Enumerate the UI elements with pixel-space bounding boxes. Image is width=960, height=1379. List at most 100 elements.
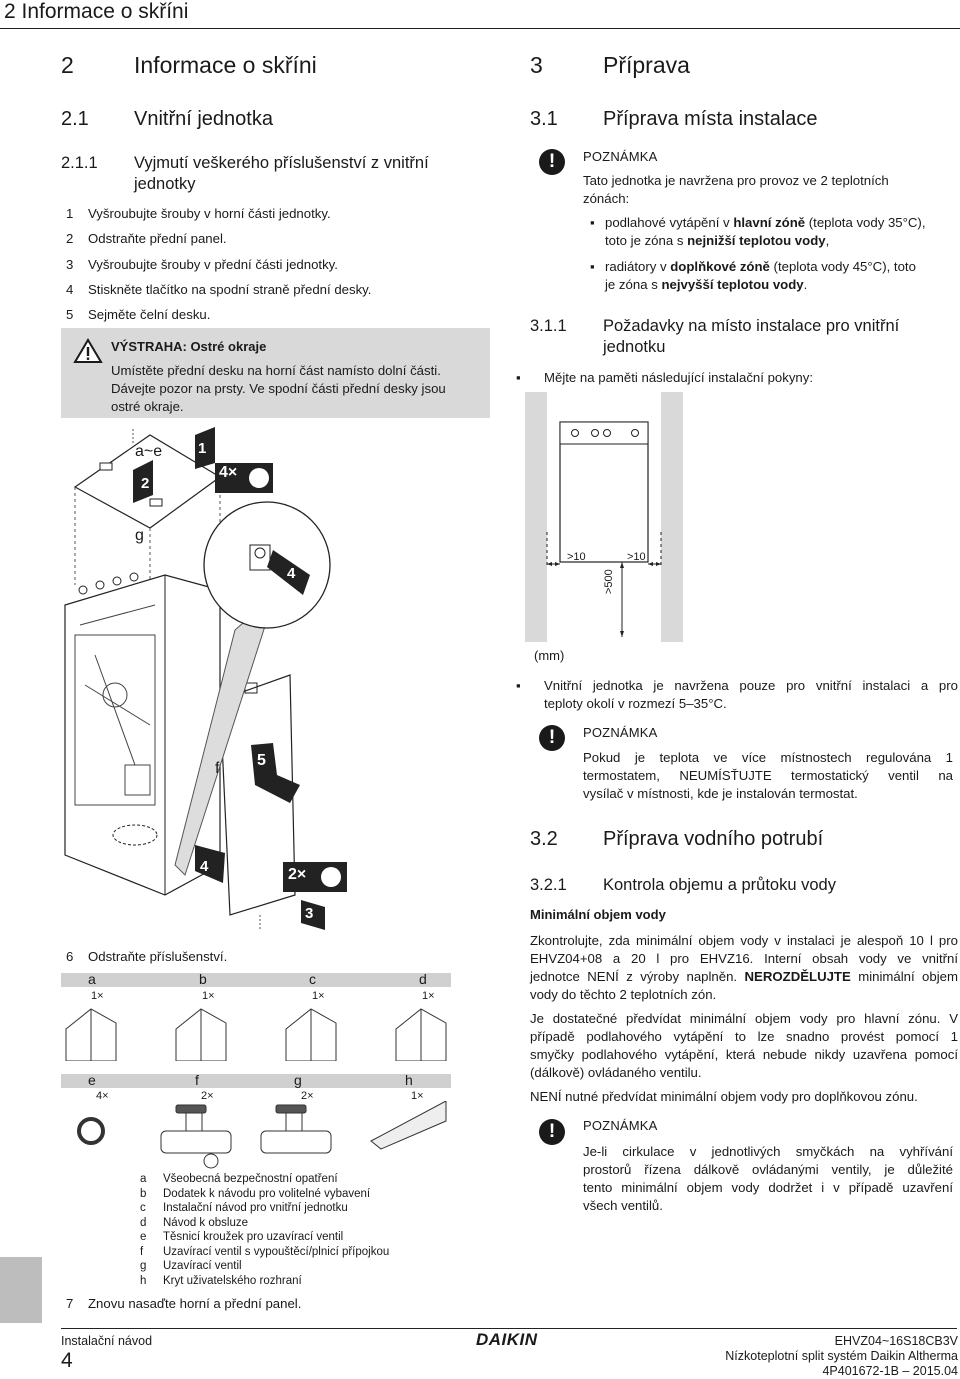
warning-text: Umístěte přední desku na horní část namí… — [111, 362, 486, 416]
clearance-diagram — [525, 392, 683, 642]
note-line: termostatem, NEUMÍSŤUJTE termostatický v… — [583, 768, 953, 783]
section-title-line: Požadavky na místo instalace pro vnitřní — [603, 317, 900, 335]
accessory-label: f — [195, 1072, 199, 1088]
running-header-text: 2 Informace o skříni — [4, 0, 189, 23]
legend-key: e — [140, 1231, 147, 1243]
step-text: Sejměte čelní desku. — [88, 307, 211, 322]
section-heading-3-1-1: 3.1.1 Požadavky na místo instalace pro v… — [530, 316, 950, 358]
step-text: Odstraňte příslušenství. — [88, 949, 228, 964]
fig-step-5: 5 — [257, 752, 266, 769]
paragraph-line: smyčky podlahového vytápění, která nebud… — [530, 1047, 958, 1062]
section-heading-3: 3 Příprava — [530, 52, 690, 79]
fig-label-a-e: a~e — [135, 443, 163, 460]
note-line: podlahové vytápění v hlavní zóně (teplot… — [605, 214, 955, 232]
accessory-count: 1× — [202, 990, 215, 1002]
text-bold: hlavní zóně — [733, 215, 806, 230]
section-heading-2: 2 Informace o skříni — [61, 52, 317, 79]
side-tab-marker — [0, 1257, 42, 1323]
legend-key: a — [140, 1173, 147, 1185]
clearance-right-label: >10 — [627, 551, 646, 563]
section-number: 3.1.1 — [530, 317, 567, 335]
note-line: všech ventilů. — [583, 1198, 663, 1213]
step-text: Odstraňte přední panel. — [88, 231, 227, 246]
note-1-intro: Tato jednotka je navržena pro provoz ve … — [583, 172, 953, 208]
step-text: Stiskněte tlačítko na spodní straně před… — [88, 282, 372, 297]
fig-step-4-detail: 4 — [287, 565, 296, 582]
note-line: radiátory v doplňkové zóně (teplota vody… — [605, 258, 955, 276]
accessory-label: a — [88, 971, 96, 987]
paragraph-line: vody do těchto 2 teplotních zón. — [530, 987, 717, 1002]
section-number: 3.2 — [530, 828, 558, 850]
accessory-count: 2× — [201, 1090, 214, 1102]
fig-screw-count-4: 4× — [219, 464, 238, 481]
legend-key: h — [140, 1274, 147, 1287]
step-number: 4 — [66, 282, 74, 297]
section-title: Příprava — [603, 52, 690, 78]
valves-illustration — [77, 1101, 447, 1169]
accessory-label: d — [419, 971, 427, 987]
bullet-line: Vnitřní jednotka je navržena pouze pro v… — [544, 678, 958, 693]
note-1-bullet-2: ▪ radiátory v doplňkové zóně (teplota vo… — [590, 258, 955, 294]
legend-value: Instalační návod pro vnitřní jednotku — [163, 1202, 348, 1214]
fig-label-g: g — [135, 527, 144, 544]
page-number: 4 — [61, 1349, 73, 1372]
note-line: je zóna s nejvyšší teplotou vody. — [605, 277, 808, 292]
clearance-unit: (mm) — [534, 648, 565, 663]
paragraph-line: EHVZ04+08 a 20 l pro EHVZ16. Interní obs… — [530, 951, 958, 966]
fig-step-2: 2 — [141, 475, 150, 492]
legend-key: b — [140, 1187, 147, 1200]
accessory-count: 1× — [422, 990, 435, 1002]
step-text: Vyšroubujte šrouby v horní části jednotk… — [88, 206, 331, 221]
step-text: Znovu nasaďte horní a přední panel. — [88, 1296, 302, 1311]
bullet-icon: ▪ — [516, 678, 521, 693]
note-1-bullet-1: ▪ podlahové vytápění v hlavní zóně (tepl… — [590, 214, 955, 250]
legend-key: f — [140, 1245, 144, 1258]
text-bold: nejnižší teplotou vody — [687, 233, 826, 248]
paragraph-line: případě podlahového vytápění to lze snad… — [530, 1029, 958, 1044]
legend-key: g — [140, 1260, 147, 1272]
section-number: 2 — [61, 52, 74, 78]
section-heading-3-2: 3.2 Příprava vodního potrubí — [530, 828, 823, 851]
warning-title: VÝSTRAHA: Ostré okraje — [111, 339, 267, 354]
accessory-label: h — [405, 1072, 413, 1088]
legend-value: Dodatek k návodu pro volitelné vybavení — [163, 1187, 371, 1200]
note-title: POZNÁMKA — [583, 149, 658, 164]
section-number: 3.1 — [530, 108, 558, 130]
accessory-count: 1× — [312, 990, 325, 1002]
clearance-left-label: >10 — [567, 551, 586, 563]
step-number: 1 — [66, 206, 74, 221]
warning-triangle-icon — [73, 338, 103, 363]
warning-line: Dávejte pozor na prsty. Ve spodní části … — [111, 381, 446, 396]
text: je zóna s — [605, 277, 662, 292]
exclamation-icon: ! — [539, 149, 565, 175]
bullet-icon: ▪ — [516, 370, 521, 385]
section-title-line: Vyjmutí veškerého příslušenství z vnitřn… — [134, 154, 429, 172]
paragraph-secondary-zone: NENÍ nutné předvídat minimální objem vod… — [530, 1089, 918, 1104]
section-heading-2-1: 2.1 Vnitřní jednotka — [61, 108, 273, 131]
legend-key: c — [140, 1202, 146, 1214]
fig-label-f: f — [215, 760, 220, 777]
manuals-illustration — [65, 1008, 447, 1061]
note-line: Pokud je teplota ve více místnostech reg… — [583, 750, 953, 765]
accessory-label: c — [309, 971, 316, 987]
bullet-icon: ▪ — [590, 215, 595, 230]
paragraph-line: Zkontrolujte, zda minimální objem vody v… — [530, 933, 958, 948]
bullet-text: Mějte na paměti následující instalační p… — [544, 370, 814, 385]
text: minimální objem — [850, 969, 958, 984]
paragraph-check-volume: Zkontrolujte, zda minimální objem vody v… — [530, 932, 958, 1004]
text: (teplota vody 35°C), — [805, 215, 926, 230]
note-line: vysílač v místnosti, kde je instalován t… — [583, 786, 858, 801]
note-2-text: Pokud je teplota ve více místnostech reg… — [583, 749, 953, 803]
accessory-label: g — [294, 1072, 302, 1088]
warning-box: VÝSTRAHA: Ostré okraje Umístěte přední d… — [61, 328, 490, 418]
legend-value: Všeobecná bezpečnostní opatření — [163, 1173, 338, 1185]
fig-screw-count-2: 2× — [288, 866, 307, 883]
accessory-label: e — [88, 1072, 96, 1088]
section-title-line: jednotku — [603, 338, 666, 356]
note-line: tento minimální objem vody dodržet i v p… — [583, 1180, 953, 1195]
step-text: Vyšroubujte šrouby v přední části jednot… — [88, 257, 338, 272]
warning-line: ostré okraje. — [111, 399, 184, 414]
section-number: 3.2.1 — [530, 876, 567, 894]
